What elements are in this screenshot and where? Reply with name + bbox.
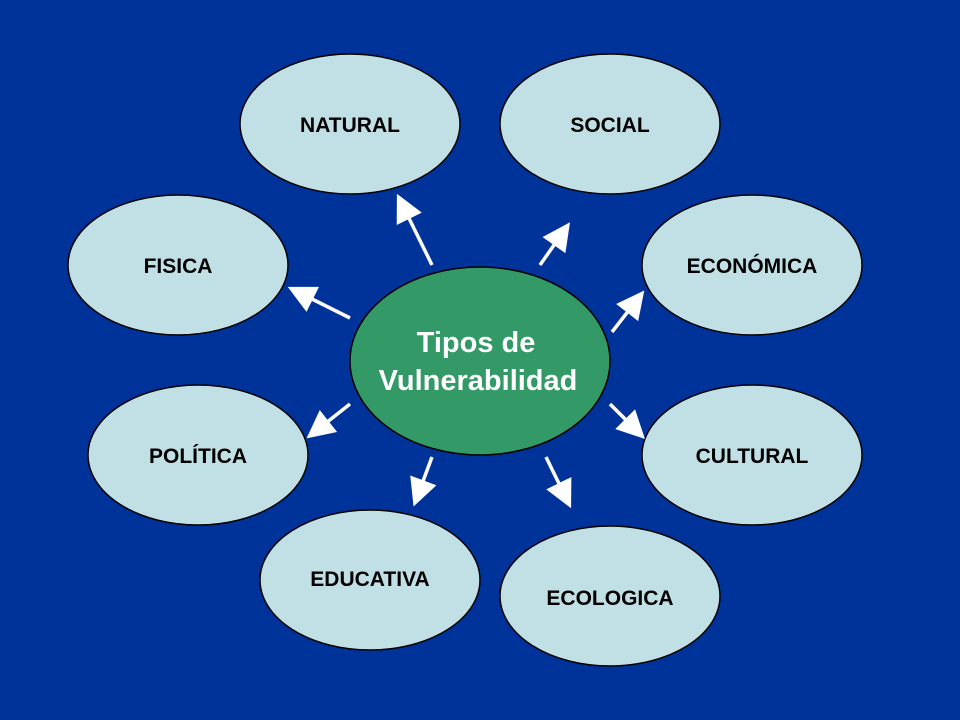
center-node: Tipos de Vulnerabilidad [349,266,611,456]
node-economica-label: ECONÓMICA [687,254,818,278]
node-cultural: CULTURAL [641,384,863,526]
center-title-line2: Vulnerabilidad [379,365,578,397]
arrow-natural [396,193,434,266]
node-fisica-label: FISICA [144,255,213,278]
node-natural: NATURAL [239,53,461,195]
arrow-educativa [410,456,437,507]
arrow-ecologica [544,456,572,509]
node-fisica: FISICA [67,194,289,336]
node-social-label: SOCIAL [570,114,650,137]
arrow-politica [306,402,352,439]
node-social: SOCIAL [499,53,721,195]
node-ecologica-label: ECOLOGICA [546,587,673,610]
node-economica: ECONÓMICA [641,194,863,336]
node-educativa-label: EDUCATIVA [310,568,429,591]
arrow-social [538,222,571,267]
node-ecologica: ECOLOGICA [499,525,721,667]
node-politica: POLÍTICA [87,384,309,526]
node-natural-label: NATURAL [300,114,400,137]
arrow-cultural [608,402,645,439]
node-politica-label: POLÍTICA [149,445,247,468]
node-educativa: EDUCATIVA [259,509,481,651]
center-title-line1: Tipos de [417,327,536,359]
arrows [287,193,645,509]
arrow-economica [610,290,645,334]
node-cultural-label: CULTURAL [696,445,809,468]
arrow-fisica [287,286,351,320]
